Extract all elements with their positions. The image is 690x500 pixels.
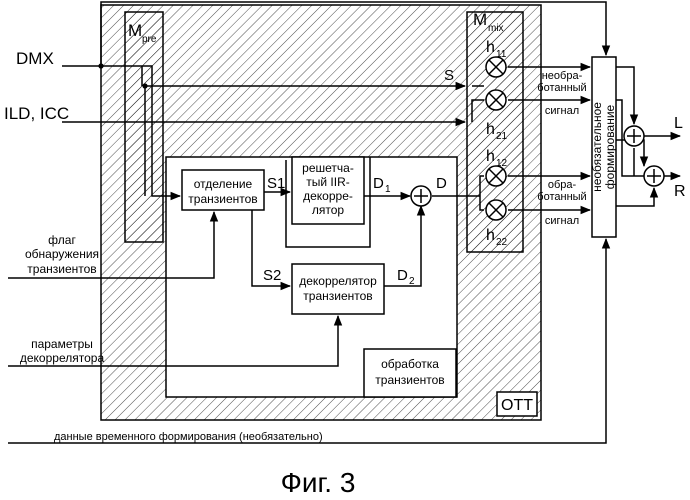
lattice-label-4: лятор [312,203,345,217]
lattice-label-2: тый IIR- [306,175,350,189]
optional-shaping-label-1: необязательное [590,102,604,192]
ild-icc-label: ILD, ICC [4,104,69,123]
unprocessed-label-1: необра- [542,70,583,82]
m-pre-subscript: pre [142,34,157,45]
s2-label: S2 [263,267,281,284]
transient-processing-label-1: обработка [381,357,439,371]
processed-label-1: обра- [548,179,577,191]
adder-l [624,126,644,146]
d1-letter: D [373,175,384,192]
multiplier-h22 [486,200,506,220]
m-mix-subscript: mix [488,23,504,34]
lattice-label-3: декорре- [303,189,353,203]
l-output-label: L [674,115,683,132]
flag-label-2: обнаружения [25,247,99,261]
s-label: S [444,67,454,84]
adder-d [411,186,431,206]
d1-subscript: 1 [385,184,391,195]
temporal-shaping-label: данные временного формирования (необязат… [54,431,323,443]
shaping-out-1 [616,67,634,124]
dmx-label: DMX [16,49,54,68]
unprocessed-label-3: сигнал [545,105,579,117]
params-label-1: параметры [31,337,93,351]
h21-letter: h [486,121,495,138]
flag-label-1: флаг [48,233,76,247]
adder-r [644,166,664,186]
m-pre-box [125,12,163,242]
h11-subscript: 11 [496,49,507,60]
multiplier-h21 [486,90,506,110]
h12-letter: h [486,148,495,165]
d2-letter: D [397,267,408,284]
multiplier-h12 [486,166,506,186]
d2-subscript: 2 [409,276,415,287]
optional-shaping-label-2: формирование [603,104,617,189]
s1-label: S1 [267,175,285,192]
r-output-label: R [674,183,686,200]
processed-label-2: ботанный [537,191,586,203]
unprocessed-label-2: ботанный [537,82,586,94]
h21-subscript: 21 [496,131,508,142]
figure-caption: Фиг. 3 [281,467,356,498]
flag-label-3: транзиентов [27,262,96,276]
shaping-out-4 [616,188,654,206]
h22-subscript: 22 [496,237,508,248]
transient-processing-label-2: транзиентов [375,373,444,387]
h11-letter: h [486,39,495,56]
transient-decorrelator-label-2: транзиентов [303,289,372,303]
d-label: D [436,175,447,192]
m-mix-letter: M [473,10,487,29]
params-label-2: декоррелятора [20,351,105,365]
ott-label: OTT [501,397,533,414]
processed-label-3: сигнал [545,215,579,227]
transient-separation-label-2: транзиентов [188,192,257,206]
lattice-label-1: решетча- [302,161,354,175]
transient-decorrelator-label-1: декоррелятор [299,274,377,288]
multiplier-h11 [486,57,506,77]
m-pre-letter: M [128,21,142,40]
h22-letter: h [486,227,495,244]
transient-separation-label-1: отделение [194,177,253,191]
h12-subscript: 12 [496,158,508,169]
